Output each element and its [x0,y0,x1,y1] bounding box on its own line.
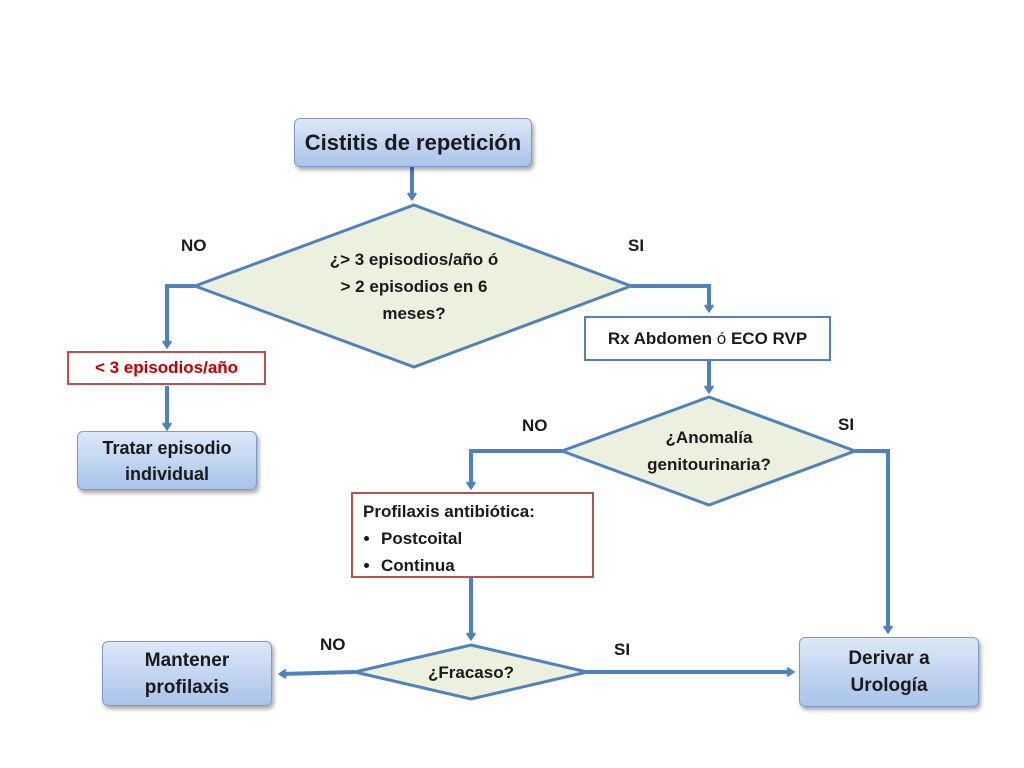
decision-anomaly-no-label: NO [522,416,548,435]
treat-episode-box: Tratar episodio individual [77,431,257,490]
decision-anomaly-line-2: genitourinaria? [647,455,771,474]
decision-anomaly-text: ¿Anomalía genitourinaria? [619,424,799,478]
less-than-3-box: < 3 episodios/año [67,351,266,385]
refer-line-2: Urología [850,675,928,696]
decision-episodes-line-2: > 2 episodios en 6 [340,277,488,296]
refer-line-1: Derivar a [848,648,930,669]
decision-anomaly-si-label: SI [838,415,855,434]
prophylaxis-list: Postcoital Continua [363,525,582,579]
treat-episode-line-2: individual [124,463,209,484]
prophylaxis-item-continua: Continua [381,552,582,579]
decision-episodes-text: ¿> 3 episodios/año ó > 2 episodios en 6 … [294,246,534,327]
connector-decision2-no [471,449,562,487]
decision-episodes-si-label: SI [628,236,645,255]
less-than-3-text: < 3 episodios/año [94,358,239,377]
rx-part-2: ó [716,328,727,348]
decision-diamond-anomaly [557,395,860,507]
prophylaxis-title: Profilaxis antibiótica: [363,502,535,521]
decision-diamond-failure [354,643,588,701]
rx-eco-box: Rx Abdomen ó ECO RVP [584,316,831,361]
start-box: Cistitis de repetición [294,118,532,167]
prophylaxis-item-postcoital: Postcoital [381,525,582,552]
rx-eco-text: Rx Abdomen ó ECO RVP [608,329,807,349]
rx-part-3: ECO RVP [726,328,808,348]
maintain-prophylaxis-box: Mantener profilaxis [102,641,272,706]
rx-part-1: Rx Abdomen [607,328,717,348]
connector-decision1-no [167,284,195,346]
decision-failure-si-label: SI [614,640,631,659]
start-box-text: Cistitis de repetición [304,130,522,155]
decision-episodes-no-label: NO [181,236,207,255]
decision-failure-no-label: NO [320,635,346,654]
decision-failure-text: ¿Fracaso? [428,663,514,682]
prophylaxis-box: Profilaxis antibiótica: Postcoital Conti… [351,492,594,578]
maintain-line-1: Mantener [144,649,230,671]
treat-episode-line-1: Tratar episodio [102,437,232,458]
decision-anomaly-line-1: ¿Anomalía [665,428,753,447]
connector-decision3-no [281,672,356,674]
decision-episodes-line-3: meses? [382,304,446,323]
decision-diamond-episodes [190,203,636,369]
maintain-line-2: profilaxis [144,676,230,698]
refer-urology-box: Derivar a Urología [799,637,979,707]
connector-decision1-si [631,284,709,310]
connector-decision2-si [855,449,888,631]
decision-episodes-line-1: ¿> 3 episodios/año ó [329,250,499,269]
